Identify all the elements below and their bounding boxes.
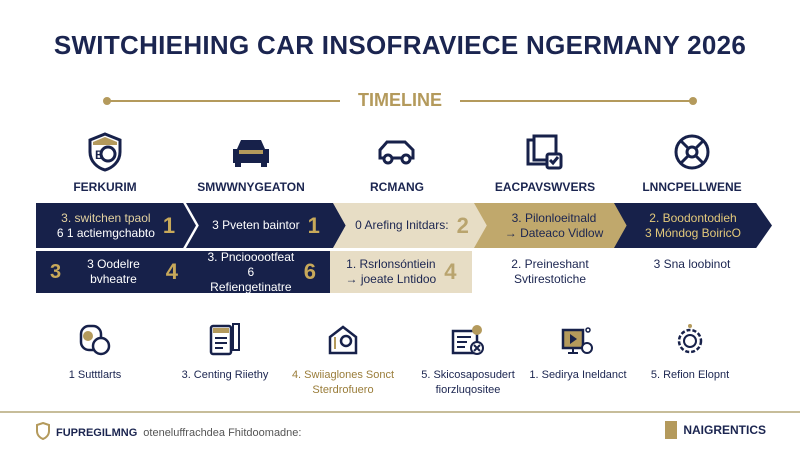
stage-label: SMWWNYGEATON [197,180,305,194]
logo-icon [665,421,678,439]
step-text: Svtirestotiche [513,272,587,286]
timeline-label: TIMELINE [340,90,460,111]
step-text: 3. switchen tpaol [61,210,151,225]
step-number: 4 [444,259,457,284]
list-gear-icon [408,320,528,360]
stage-3: RCMANG [322,132,472,194]
step-label: 5. Skicosaposudert [421,369,515,381]
stage-2: SMWWNYGEATON [176,132,326,194]
step-label: 5. Refion Elopnt [650,369,730,381]
documents-check-icon [470,132,620,172]
footer-left: FUPREGILMNG oteneluffrachdea Fhitdoomadn… [36,421,302,443]
footer-brand: FUPREGILMNG [56,426,138,439]
step-label: 1 Sutttlarts [68,369,122,381]
bottom-step: 5. Skicosaposudert fiorzluqositee [408,320,528,398]
step-text: 3 Pveten baintor [212,218,300,232]
step-block: 1. Rsrlonsóntiein→ joeate Lntidoo 4 [330,251,472,293]
chevron-step: 3 Pveten baintor 1 [186,203,346,248]
stage-label: FERKURIM [73,180,137,194]
step-label: 3. Centing Riiethy [181,369,269,381]
car-front-icon [176,132,326,172]
step-text: 6 Refiengetinatre [210,264,292,294]
bottom-step: 5. Refion Elopnt [630,320,750,383]
timeline-dot [689,97,697,105]
step-text: → joeate Lntidoo [345,272,437,286]
bottom-step: 3. Centing Riiethy [165,320,285,383]
house-check-icon [283,320,403,360]
stage-1: B FERKURIM [30,132,180,194]
bottom-step: 1 Sutttlarts [35,320,155,383]
footer-divider [0,411,800,413]
shield-icon: B [30,132,180,172]
step-text: 2. Boodontodieh [649,210,737,225]
gauge-icon [35,320,155,360]
step-block: 3 3 Oodelre bvheatre 4 [36,251,192,293]
step-text: 1. Rsrlonsóntiein [346,257,436,271]
footer-logo: NAIGRENTICS [665,421,766,439]
step-number: 4 [165,259,178,284]
bottom-step: 1. Sedirya Ineldanct [518,320,638,383]
step-number: 1 [307,212,320,238]
svg-text:B: B [95,148,104,162]
stage-5: LNNCPELLWENE [617,132,767,194]
stage-4: EACPAVSWVERS [470,132,620,194]
compass-icon [617,132,767,172]
gear-icon [630,320,750,360]
step-text: 6 1 actiemgchabto [56,225,155,240]
step-text: → Dateaco Vidlow [504,225,604,240]
page-title: SWITCHIEHING CAR INSOFRAVIECE NGERMANY 2… [53,30,747,60]
step-text: 3. Pnciooootfeat [207,249,295,264]
timeline-dot [103,97,111,105]
step-label: 1. Sedirya Ineldanct [529,369,627,381]
step-number: 1 [162,212,176,238]
chevron-step: 3. Pilonloeitnald→ Dateaco Vidlow [474,203,634,248]
stage-label: RCMANG [370,180,424,194]
step-number: 2 [456,212,469,238]
footer-logo-text: NAIGRENTICS [683,423,766,437]
clipboard-icon [165,320,285,360]
step-text: 3 Oodelre bvheatre [87,257,140,286]
step-label: fiorzluqositee [435,384,501,396]
video-monitor-icon [518,320,638,360]
car-side-icon [322,132,472,172]
step-text: 3. Pilonloeitnald [511,210,597,225]
stage-label: LNNCPELLWENE [642,180,742,194]
step-label: Sterdrofuero [312,384,374,396]
step-text: 0 Arefing Initdars: [355,218,449,232]
stage-label: EACPAVSWVERS [494,180,596,194]
step-text: 3 Móndog BoiricO [644,225,742,240]
step-text: 2. Preineshant [511,257,589,271]
step-text: 3 Sna loobinot [653,257,731,271]
shield-logo-icon [36,421,50,443]
step-note: 3 Sna loobinot [622,257,762,272]
step-number: 6 [303,259,316,284]
step-label: 4. Swiiaglones Sonct [291,369,395,381]
footer-text: oteneluffrachdea Fhitdoomadne: [143,426,302,439]
chevron-step: 0 Arefing Initdars: 2 [333,203,491,248]
